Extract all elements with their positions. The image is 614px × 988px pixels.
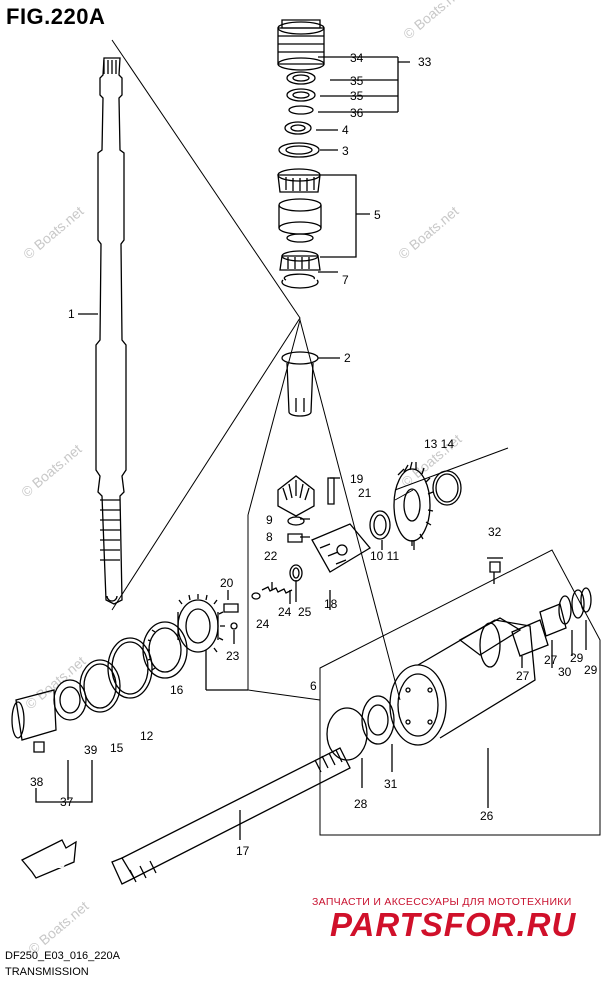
callout-21: 21 xyxy=(358,486,372,500)
callout-7: 7 xyxy=(342,273,349,287)
callout-13-14: 13 14 xyxy=(424,437,454,451)
propeller-shaft-drawing xyxy=(111,747,351,885)
bearing-stack-drawing xyxy=(277,19,325,289)
callout-18: 18 xyxy=(324,597,338,611)
callout-35-upper: 35 xyxy=(350,74,364,88)
pinion-gear-drawing xyxy=(277,475,315,517)
callout-28: 28 xyxy=(354,797,368,811)
callout-10-11: 10 11 xyxy=(370,549,399,563)
callout-26: 26 xyxy=(480,809,494,823)
callout-33: 33 xyxy=(418,55,432,69)
fwd-arrow-drawing xyxy=(20,839,77,879)
callout-8: 8 xyxy=(266,530,273,544)
callout-1: 1 xyxy=(68,307,75,321)
callout-19: 19 xyxy=(350,472,364,486)
callout-17: 17 xyxy=(236,844,250,858)
callout-32: 32 xyxy=(488,525,502,539)
callout-29-right: 29 xyxy=(584,663,598,677)
callout-31: 31 xyxy=(384,777,398,791)
advert-tagline: ЗАПЧАСТИ И АКСЕССУАРЫ ДЛЯ МОТОТЕХНИКИ xyxy=(312,896,572,908)
callout-24-left: 24 xyxy=(256,617,270,631)
callout-24-right: 24 xyxy=(278,605,292,619)
callout-6: 6 xyxy=(310,679,317,693)
callout-5: 5 xyxy=(374,208,381,222)
figure-name: TRANSMISSION xyxy=(5,966,89,978)
propeller-shaft-cap-drawing xyxy=(11,679,87,753)
sleeve-drawing xyxy=(281,351,319,417)
drive-shaft-drawing xyxy=(95,57,127,605)
callout-25: 25 xyxy=(298,605,312,619)
callout-12: 12 xyxy=(140,729,154,743)
callout-2: 2 xyxy=(344,351,351,365)
callout-20: 20 xyxy=(220,576,234,590)
callout-39: 39 xyxy=(84,743,98,757)
callout-36: 36 xyxy=(350,106,364,120)
callout-22: 22 xyxy=(264,549,278,563)
reverse-gear-drawing xyxy=(177,594,225,653)
callout-29-left: 29 xyxy=(570,651,584,665)
callout-9: 9 xyxy=(266,513,273,527)
figure-title: FIG.220A xyxy=(6,4,106,29)
fwd-label: FWD xyxy=(40,859,65,871)
callout-27-left: 27 xyxy=(516,669,530,683)
advert-logo: PARTSFOR.RU xyxy=(330,906,577,943)
callout-3: 3 xyxy=(342,144,349,158)
callout-23: 23 xyxy=(226,649,240,663)
callout-30: 30 xyxy=(558,665,572,679)
callout-37: 37 xyxy=(60,795,74,809)
callout-15: 15 xyxy=(110,741,124,755)
callout-4: 4 xyxy=(342,123,349,137)
callout-38: 38 xyxy=(30,775,44,789)
figure-code: DF250_E03_016_220A xyxy=(5,950,120,962)
callout-16: 16 xyxy=(170,683,184,697)
callout-27-right: 27 xyxy=(544,653,558,667)
bevel-gear-drawing xyxy=(393,461,434,546)
callout-35-lower: 35 xyxy=(350,89,364,103)
callout-34: 34 xyxy=(350,51,364,65)
